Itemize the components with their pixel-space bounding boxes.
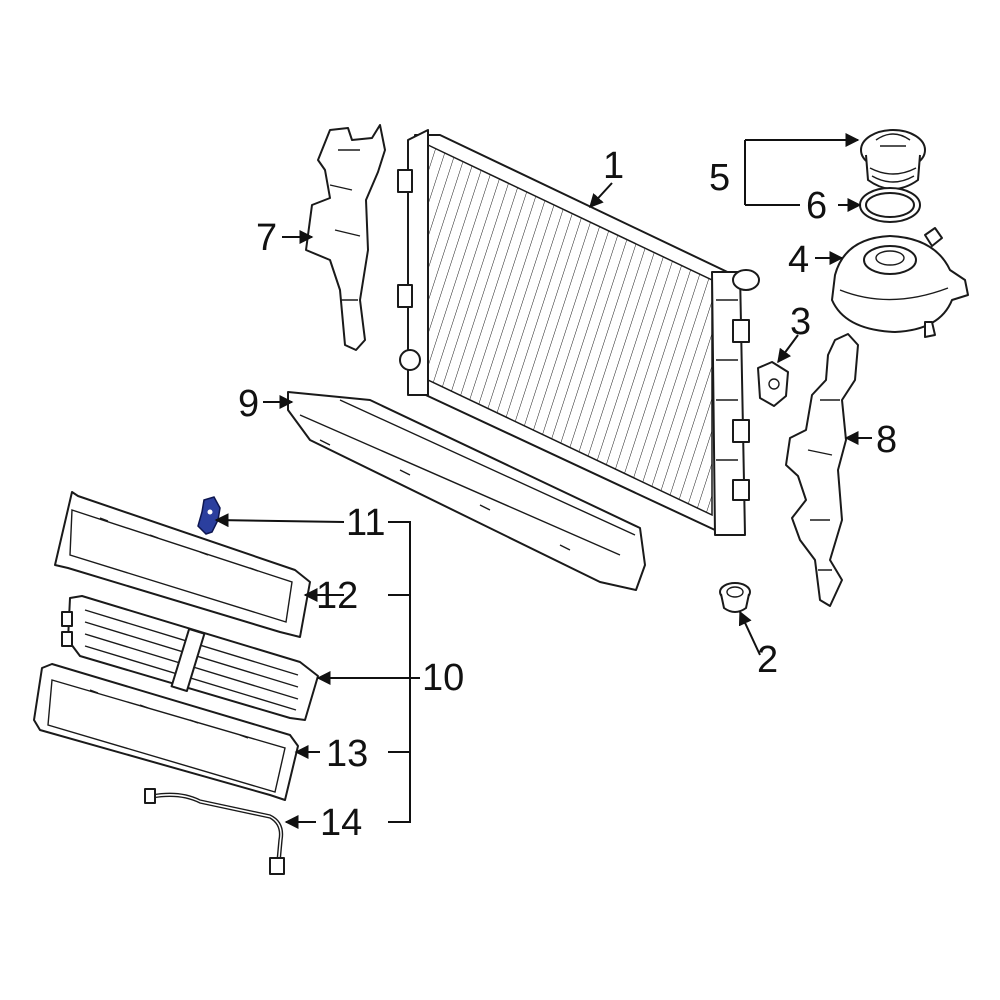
callout-8: 8 — [876, 419, 897, 461]
upper-shutter-frame-part[interactable] — [54, 491, 311, 638]
callout-labels: 1 2 3 4 5 6 7 8 9 10 11 12 13 14 — [238, 145, 897, 844]
o-ring-part[interactable] — [859, 187, 921, 223]
bracket-part[interactable] — [757, 361, 789, 407]
leader-lines — [214, 133, 872, 829]
lower-air-deflector-part[interactable] — [287, 391, 646, 591]
left-air-guide-part[interactable] — [305, 124, 386, 351]
callout-2: 2 — [757, 639, 778, 681]
shutter-actuator-part[interactable] — [197, 496, 221, 535]
grommet-part[interactable] — [719, 582, 751, 613]
lower-shutter-frame-part[interactable] — [33, 663, 299, 801]
callout-12: 12 — [316, 575, 358, 617]
callout-11: 11 — [346, 502, 385, 544]
callout-7: 7 — [256, 217, 277, 259]
callout-3: 3 — [790, 301, 811, 343]
callout-10: 10 — [422, 657, 464, 699]
callout-6: 6 — [806, 185, 827, 227]
reservoir-cap-part[interactable] — [860, 129, 926, 190]
callout-1: 1 — [603, 145, 624, 187]
expansion-tank-part[interactable] — [831, 227, 969, 338]
radiator-part[interactable] — [397, 129, 760, 536]
wiring-harness-part[interactable] — [144, 788, 285, 875]
callout-13: 13 — [326, 733, 368, 775]
callout-4: 4 — [788, 239, 809, 281]
right-air-guide-part[interactable] — [785, 333, 859, 607]
callout-9: 9 — [238, 383, 259, 425]
callout-5: 5 — [709, 157, 730, 199]
callout-14: 14 — [320, 802, 362, 844]
active-shutter-part[interactable] — [61, 595, 319, 721]
